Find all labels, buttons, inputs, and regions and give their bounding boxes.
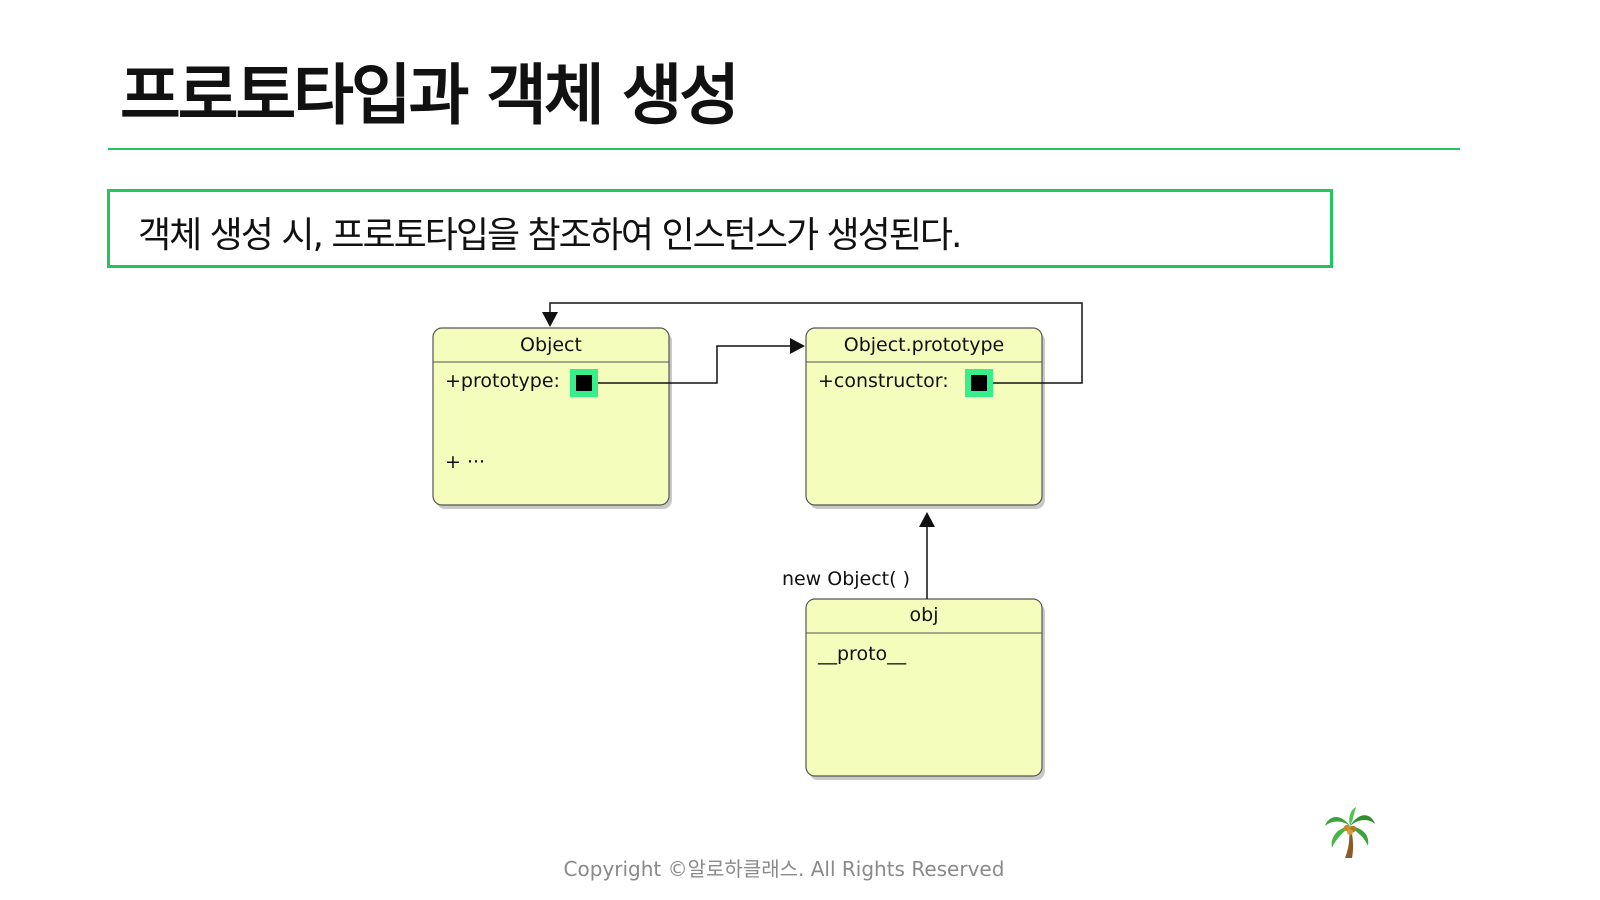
obj-instance-box: obj __proto__ [805,598,1045,780]
prototype-constructor-port-core [971,375,987,391]
object-box-body [432,327,670,506]
callout-text: 객체 생성 시, 프로토타입을 참조하여 인스턴스가 생성된다. [138,215,962,256]
edge-constructor-link [549,302,1083,384]
arrowhead-constructor-link [542,312,558,327]
page-title: 프로토타입과 객체 생성 [120,57,740,134]
object-class-box: Object +prototype: + ··· [432,327,672,509]
arrowhead-instance-link [919,512,935,527]
prototype-box-field-constructor: +constructor: [818,370,949,392]
title-divider [108,148,1460,150]
edge-prototype-link [598,345,792,384]
obj-box-field-proto: __proto__ [817,643,907,665]
object-prototype-class-box: Object.prototype +constructor: [805,327,1045,509]
callout-box: 객체 생성 시, 프로토타입을 참조하여 인스턴스가 생성된다. [107,189,1333,268]
object-box-header: Object [520,334,582,356]
object-box-field-prototype: +prototype: [445,370,560,392]
copyright-footer: Copyright ©알로하클래스. All Rights Reserved [563,857,1005,881]
obj-box-body [805,598,1043,777]
arrowhead-prototype-link [790,338,805,354]
edge-label-new-object: new Object( ) [782,568,910,590]
palm-tree-icon [1325,807,1375,858]
object-box-field-more: + ··· [445,451,485,473]
object-prototype-port-core [576,375,592,391]
prototype-box-header: Object.prototype [844,334,1005,356]
obj-box-header: obj [910,604,939,626]
